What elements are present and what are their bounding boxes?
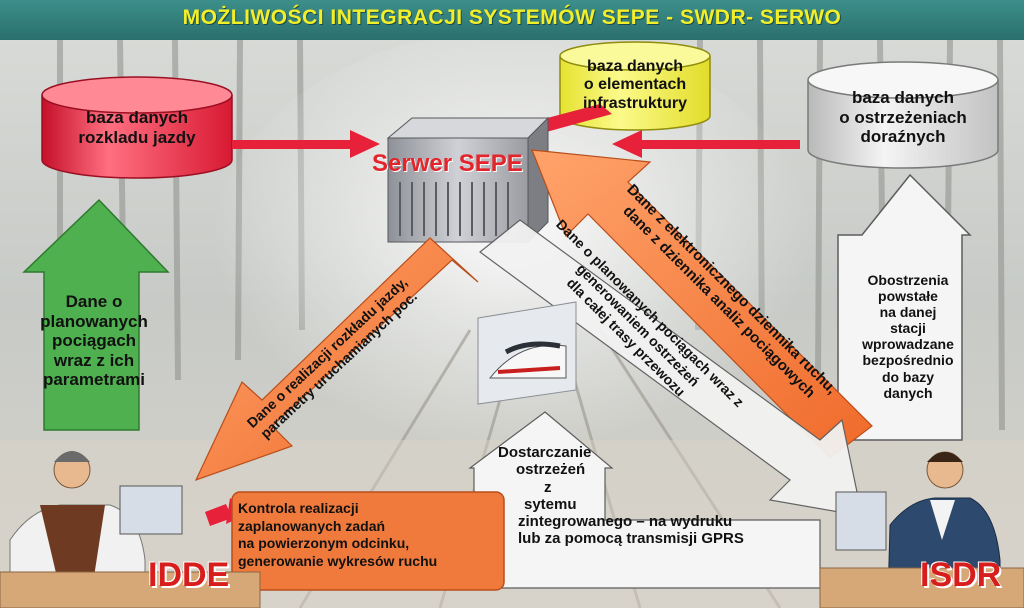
operator-right-icon [819, 451, 1024, 608]
control-box-label: Kontrola realizacji zaplanowanych zadań … [238, 500, 438, 569]
planned-warnings-arrow [479, 219, 863, 517]
control-box [231, 491, 505, 591]
title-bar [0, 0, 1024, 40]
station-right-label: ISDR [920, 556, 1002, 594]
restrictions-arrow [837, 173, 972, 441]
infrastructure-database-label: baza danych o elementach infrastruktury [582, 58, 688, 112]
timetable-database-label: baza danych rozkladu jazdy [78, 108, 196, 147]
timetable-database [41, 76, 233, 179]
timetable-realization-arrow [194, 237, 479, 482]
delivery-label: Dostarczanie ostrzeżeń z sytemu zintegro… [498, 444, 744, 548]
station-left-label: IDDE [148, 556, 230, 594]
electronic-log-arrow [531, 149, 873, 459]
planned-trains-arrow [22, 198, 170, 431]
operator-left-icon [0, 451, 261, 608]
restrictions-label: Obostrzenia powstałe na danej stacji wpr… [862, 272, 954, 401]
delivery-arrow [468, 411, 821, 589]
infrastructure-database [559, 41, 711, 131]
train-photo [477, 301, 577, 405]
server-label: Serwer SEPE [372, 150, 523, 177]
warnings-database [807, 61, 999, 169]
server-icon [386, 116, 550, 244]
warnings-database-label: baza danych o ostrzeżeniach doraźnych [839, 88, 967, 147]
page-title: MOŻLIWOŚCI INTEGRACJI SYSTEMÓW SEPE - SW… [182, 6, 842, 29]
planned-trains-label: Dane o planowanych pociągach wraz z ich … [40, 292, 148, 390]
